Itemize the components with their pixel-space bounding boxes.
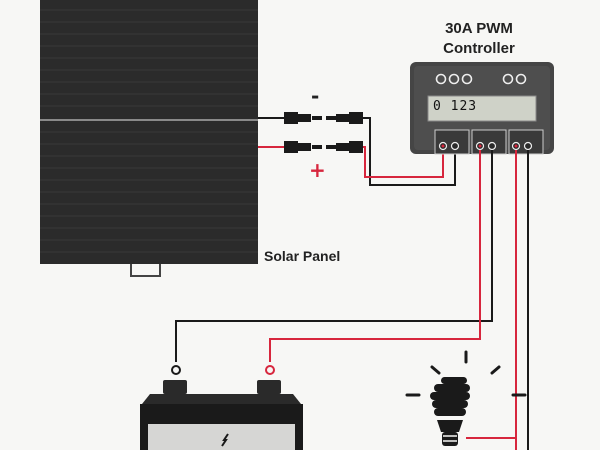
solar-panel-icon (40, 0, 258, 277)
load-wires (466, 150, 529, 450)
controller-display-readout: 0 123 (433, 99, 478, 114)
positive-polarity-sign: + (309, 158, 326, 182)
panel-wires (258, 117, 284, 148)
battery-wires (175, 150, 493, 362)
controller-title-line1: 30A PWM (445, 20, 513, 37)
negative-polarity-sign: - (311, 84, 320, 108)
battery-icon (140, 365, 303, 450)
pv-input-wires (363, 117, 456, 186)
light-bulb-icon (405, 350, 527, 446)
mc4-connector-icon (284, 112, 363, 153)
charge-controller-icon (410, 62, 554, 155)
controller-title-line2: Controller (443, 40, 515, 57)
solar-panel-label: Solar Panel (264, 248, 341, 264)
